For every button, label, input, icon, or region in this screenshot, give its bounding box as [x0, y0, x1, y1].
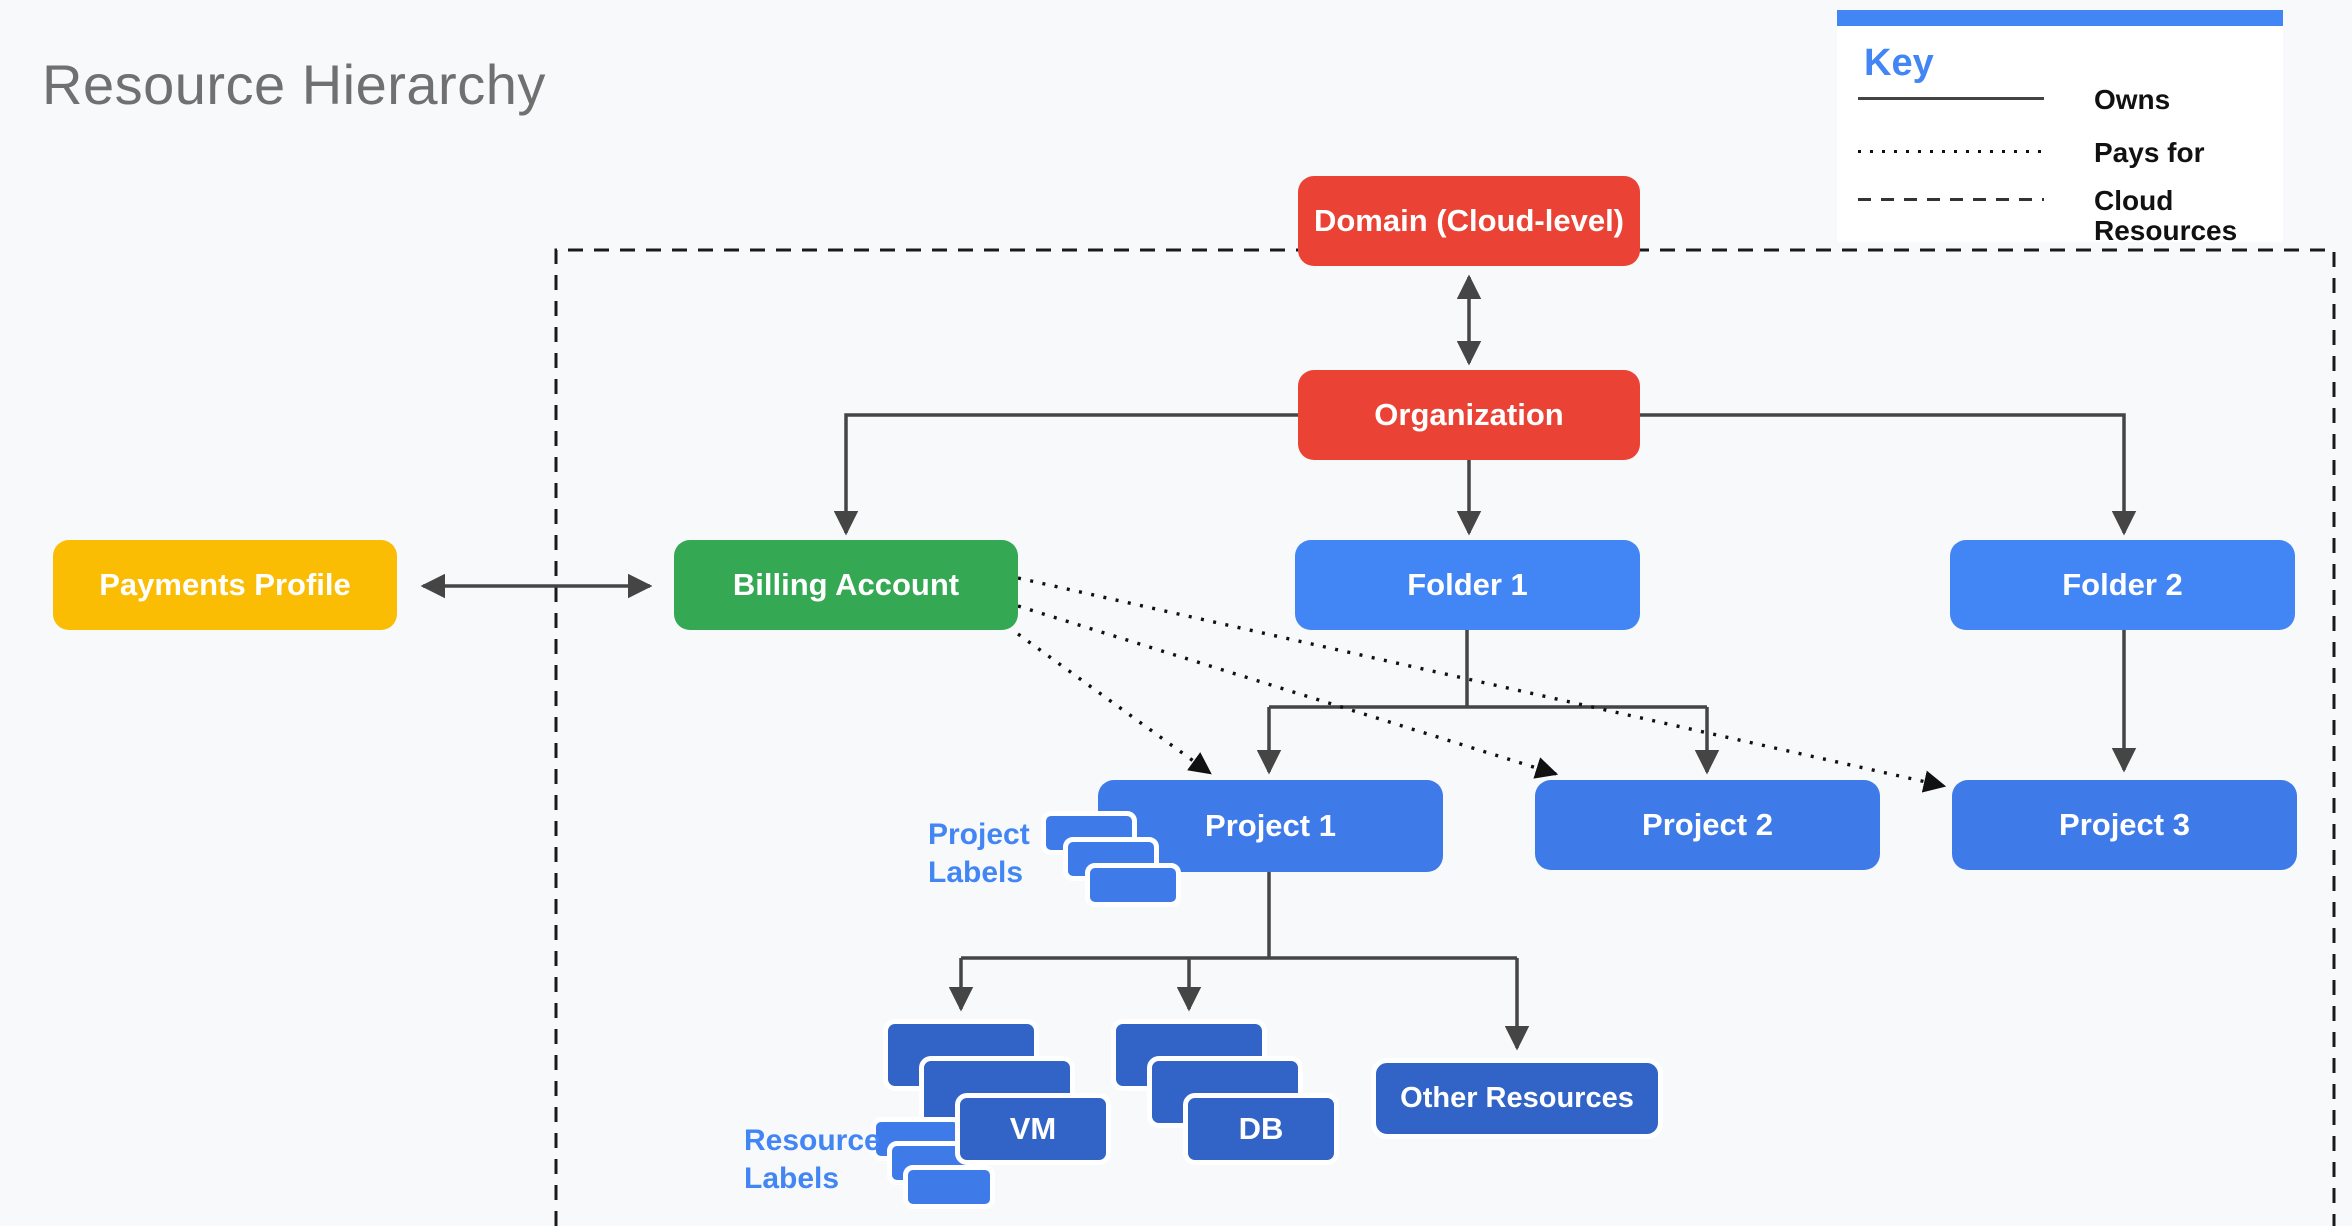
project-label-card-front	[1085, 863, 1181, 907]
legend: Key Owns Pays for Cloud Resources	[1837, 10, 2283, 246]
node-project2: Project 2	[1535, 780, 1880, 870]
node-project3: Project 3	[1952, 780, 2297, 870]
connector-project1-tee	[961, 872, 1517, 960]
legend-pays-for-label: Pays for	[2094, 137, 2205, 168]
node-domain: Domain (Cloud-level)	[1298, 176, 1640, 266]
node-project2-label: Project 2	[1642, 807, 1773, 842]
node-organization-label: Organization	[1374, 397, 1564, 432]
node-vm-label: VM	[1009, 1111, 1057, 1146]
node-organization: Organization	[1298, 370, 1640, 460]
resource-label-card-front	[903, 1165, 995, 1209]
project-labels-annotation: Project Labels	[928, 818, 1030, 889]
node-folder2-label: Folder 2	[2062, 567, 2183, 602]
connector-organization-billing	[833, 413, 1298, 536]
legend-solid-line-sample	[1858, 97, 2044, 100]
legend-cloud-resources-label: Cloud Resources	[2094, 185, 2238, 246]
node-billing-account: Billing Account	[674, 540, 1018, 630]
legend-title: Key	[1864, 42, 1934, 84]
node-db-label: DB	[1238, 1111, 1284, 1146]
node-other-resources: Other Resources	[1371, 1058, 1663, 1139]
legend-owns-label: Owns	[2094, 84, 2171, 115]
dotted-billing-project1	[1017, 632, 1212, 775]
connector-folder1-tee	[1269, 630, 1707, 709]
node-payments-profile-label: Payments Profile	[99, 567, 351, 602]
page-title: Resource Hierarchy	[42, 53, 546, 116]
node-db: DB	[1183, 1093, 1339, 1165]
node-folder1-label: Folder 1	[1407, 567, 1528, 602]
node-other-resources-label: Other Resources	[1400, 1082, 1634, 1114]
node-project3-label: Project 3	[2059, 807, 2190, 842]
node-project1-label: Project 1	[1205, 808, 1336, 843]
legend-header-bar	[1837, 10, 2283, 26]
node-vm: VM	[955, 1093, 1111, 1165]
node-folder2: Folder 2	[1950, 540, 2295, 630]
node-payments-profile: Payments Profile	[53, 540, 397, 630]
dotted-billing-project2	[1017, 604, 1559, 779]
resource-labels-annotation: Resource Labels	[744, 1124, 881, 1195]
node-folder1: Folder 1	[1295, 540, 1640, 630]
node-billing-account-label: Billing Account	[732, 567, 960, 602]
legend-dashed-line-sample	[1858, 198, 2044, 201]
connector-organization-folder2	[1640, 413, 2137, 536]
node-domain-label: Domain (Cloud-level)	[1313, 203, 1624, 238]
legend-dotted-line-sample	[1858, 150, 2044, 153]
